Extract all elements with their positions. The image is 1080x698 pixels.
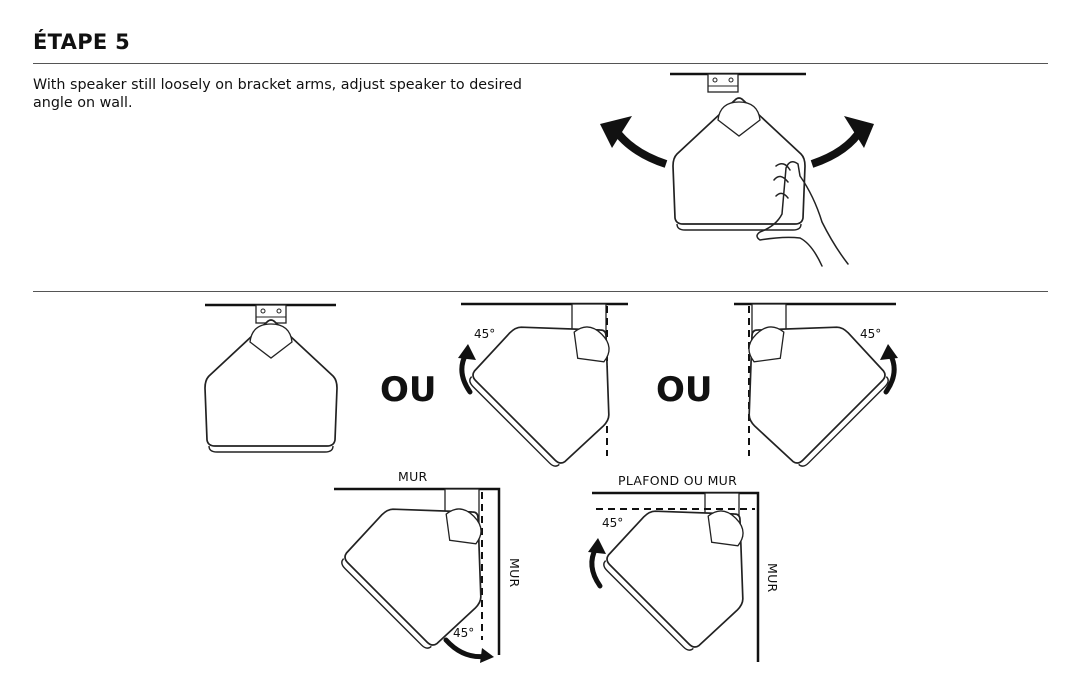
wall-label-side-2: MUR: [765, 563, 780, 593]
rotate-left-arrow: [610, 125, 668, 168]
orientation-rotated-left: 45°: [458, 283, 653, 473]
step-instruction: With speaker still loosely on bracket ar…: [33, 77, 522, 111]
speaker-shape: [463, 283, 653, 473]
ceiling-or-wall-label: PLAFOND OU MUR: [618, 473, 737, 488]
rotation-arrow-icon: [880, 344, 898, 392]
top-divider: [33, 63, 1048, 64]
step-title: ÉTAPE 5: [33, 30, 131, 54]
rotation-arrow-icon: [458, 344, 476, 392]
angle-label: 45°: [474, 327, 495, 341]
adjust-angle-illustration: [600, 72, 874, 267]
speaker-shape: [705, 283, 895, 473]
or-separator-1: OU: [380, 370, 437, 410]
wall-label-top: MUR: [398, 469, 428, 484]
corner-wall-mount: MUR MUR 45°: [334, 465, 525, 663]
angle-label: 45°: [860, 327, 881, 341]
rotate-right-arrow: [810, 125, 866, 168]
hand-icon: [756, 161, 849, 267]
speaker-shape: [335, 465, 525, 655]
rotation-arrow-icon: [588, 538, 606, 586]
corner-ceiling-mount: PLAFOND OU MUR MUR 45°: [588, 467, 787, 662]
or-separator-2: OU: [656, 370, 713, 410]
angle-label: 45°: [602, 516, 623, 530]
orientation-straight: [204, 303, 338, 453]
middle-divider: [33, 291, 1048, 292]
wall-label-side: MUR: [507, 558, 522, 588]
orientation-rotated-right: 45°: [705, 283, 898, 473]
angle-label: 45°: [453, 626, 474, 640]
speaker-shape: [204, 319, 338, 453]
